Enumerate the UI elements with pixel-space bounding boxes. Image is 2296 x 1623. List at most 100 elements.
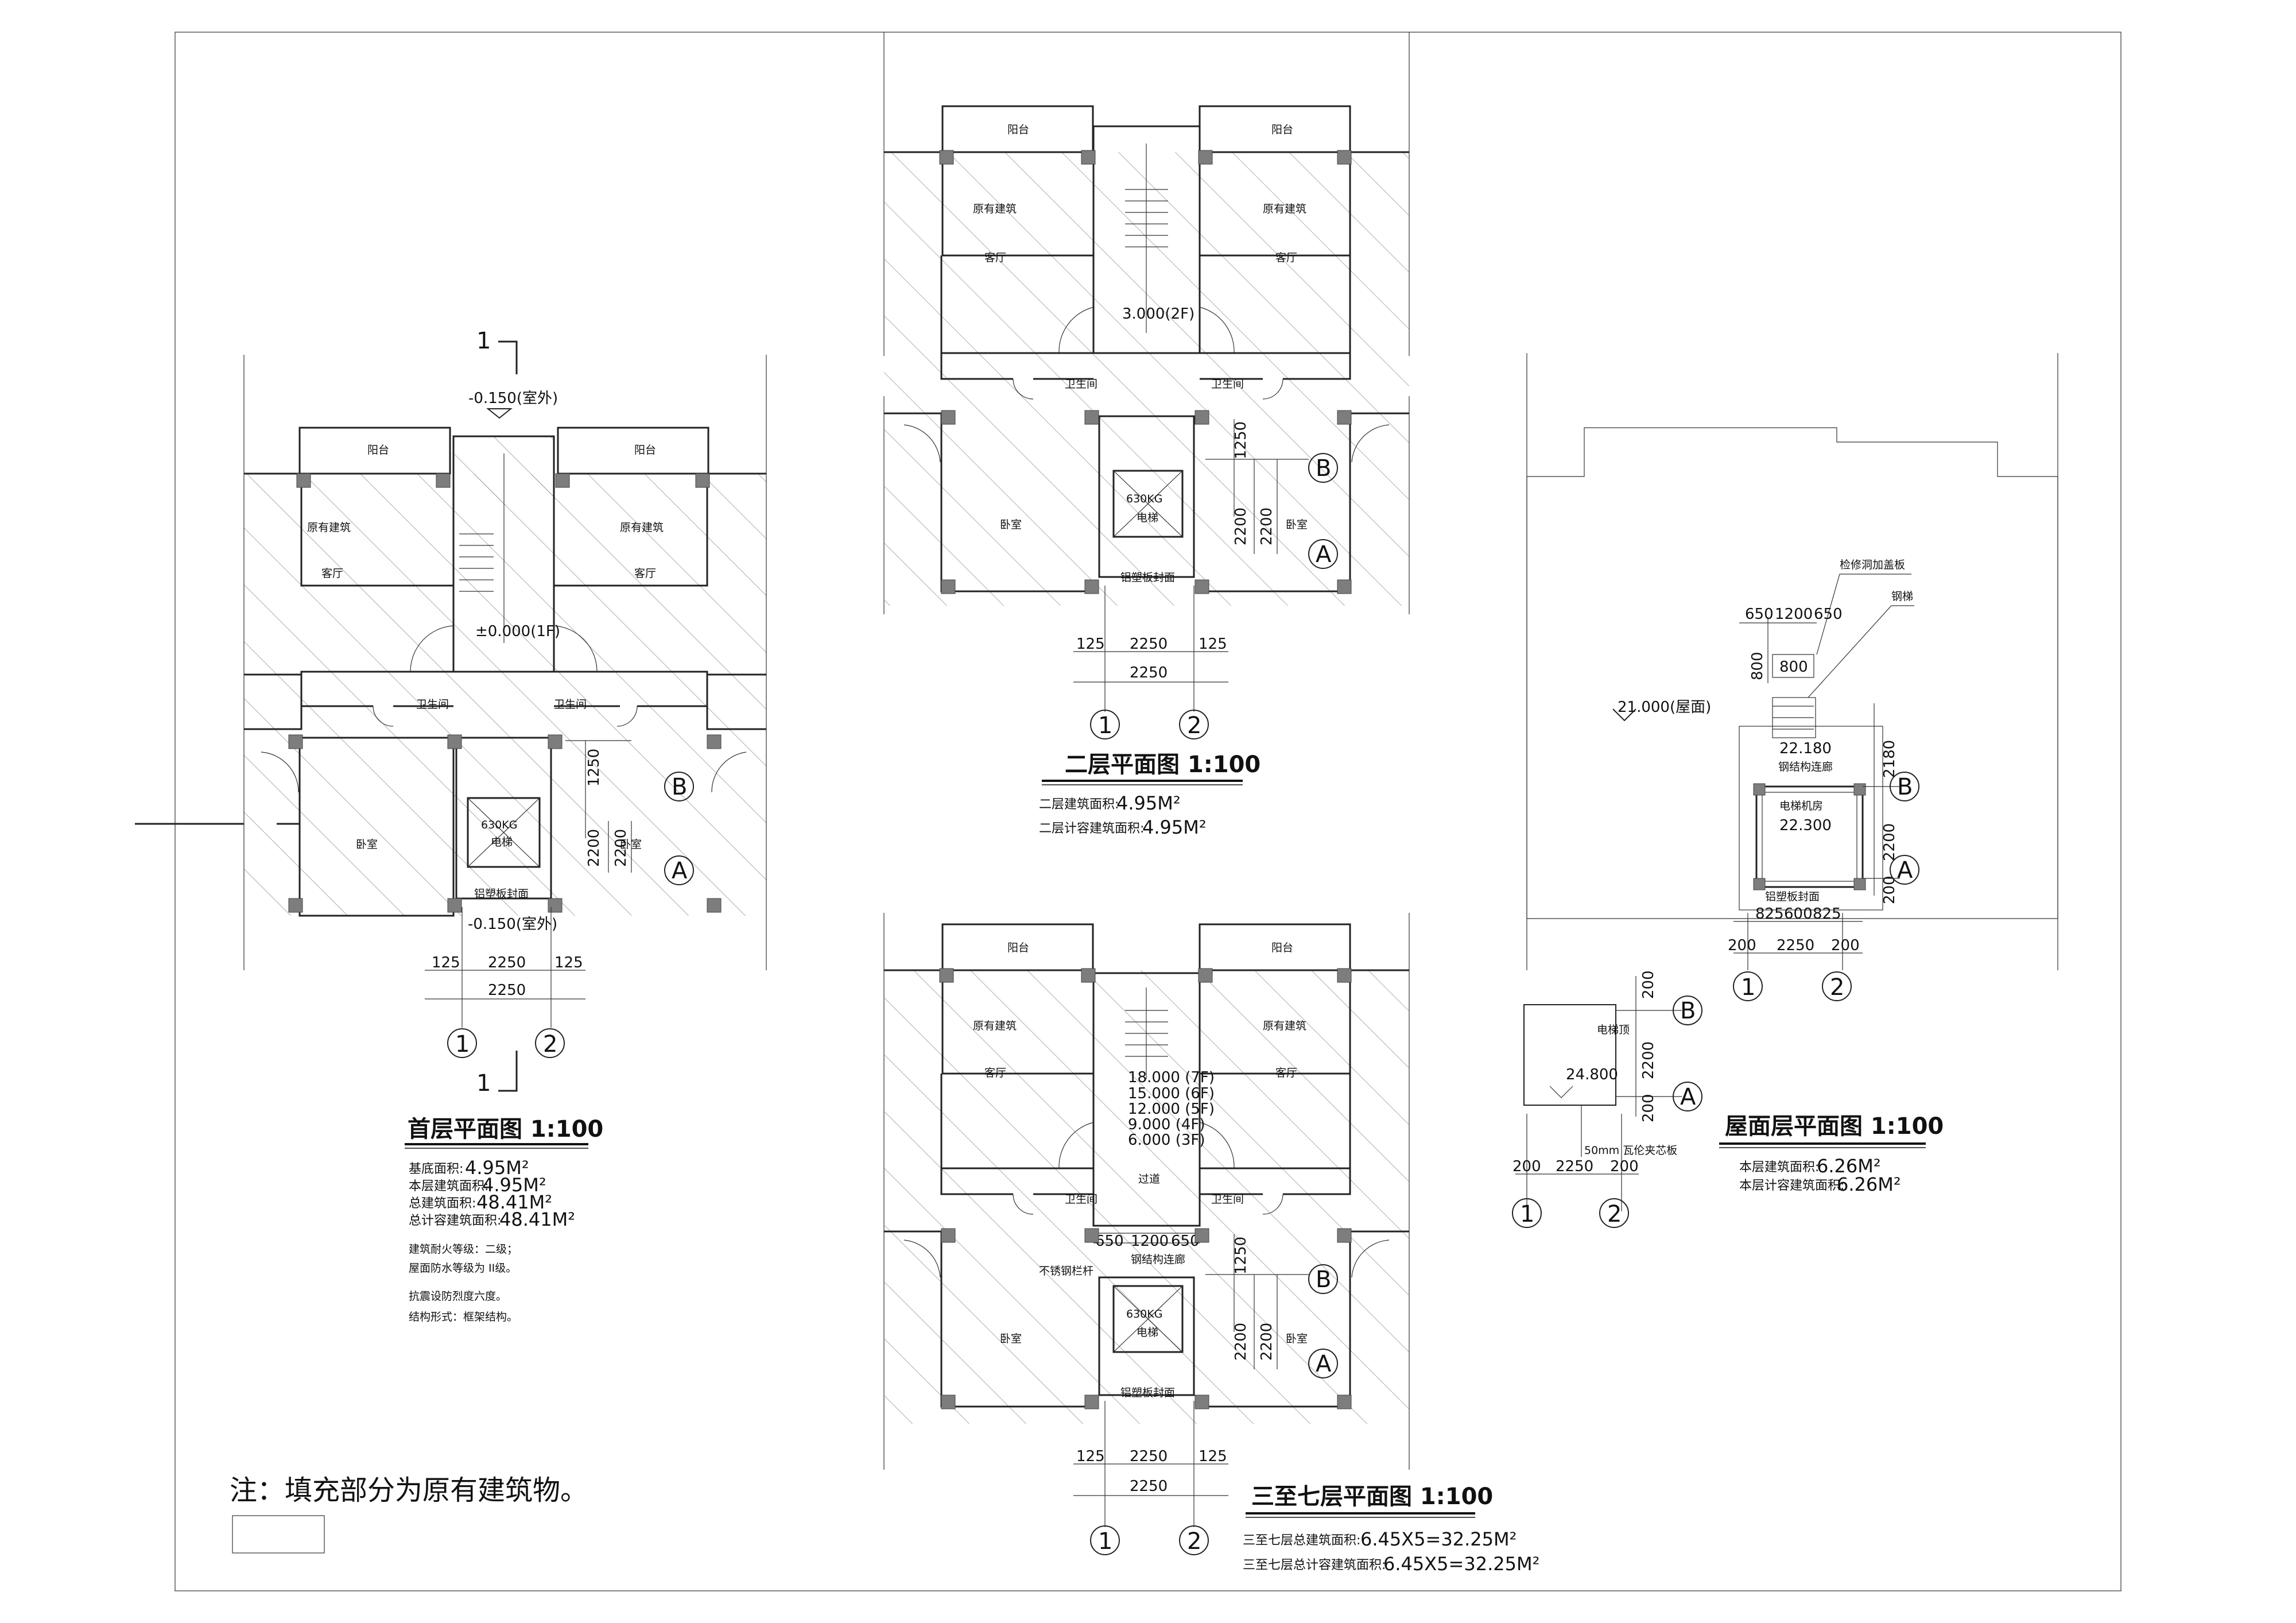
axis-bubble-A: A <box>664 855 694 885</box>
dimension: 2200 <box>1232 508 1250 545</box>
svg-text:4.95M²: 4.95M² <box>482 1174 546 1196</box>
room-label-living: 客厅 <box>984 251 1006 264</box>
svg-text:2: 2 <box>1607 1201 1622 1227</box>
balcony-right <box>557 427 709 475</box>
design-notes: 建筑耐火等级：二级； 屋面防水等级为 II级。 抗震设防烈度六度。 结构形式：框… <box>409 1243 518 1323</box>
dimension: 2200 <box>1640 1041 1657 1079</box>
axis-bubble-A: A <box>1308 1349 1338 1378</box>
svg-text:1: 1 <box>1098 1528 1112 1555</box>
elevator-label: 电梯 <box>1137 512 1158 524</box>
section-mark-bottom: 1 <box>476 1070 492 1097</box>
svg-text:1: 1 <box>1741 974 1755 1001</box>
dimension: 2250 <box>488 954 526 971</box>
dimension: 125 <box>1076 1448 1105 1465</box>
floor-elevations: 18.000 (7F) 15.000 (6F) 12.000 (5F) 9.00… <box>1128 1069 1215 1149</box>
dimension: 650 <box>1171 1233 1200 1250</box>
svg-text:15.000 (6F): 15.000 (6F) <box>1128 1085 1215 1102</box>
svg-text:6.26M²: 6.26M² <box>1817 1155 1881 1177</box>
legend-hatch-swatch <box>232 1515 325 1554</box>
dimension: 2250 <box>1556 1158 1593 1175</box>
dimension: 200 <box>1831 937 1860 954</box>
room-label-toilet: 卫生间 <box>1065 1193 1097 1206</box>
dimension: 125 <box>1076 636 1105 653</box>
dimension: 825 <box>1813 905 1841 923</box>
room-label-living: 客厅 <box>984 1067 1006 1079</box>
room-label-balcony: 阳台 <box>1007 123 1029 136</box>
stair-treads <box>1125 189 1168 247</box>
svg-text:1: 1 <box>1098 712 1112 739</box>
svg-text:B: B <box>672 774 687 800</box>
room-label-balcony: 阳台 <box>1271 123 1293 136</box>
elevation-outdoor: -0.150(室外) <box>468 916 557 933</box>
room-label-toilet: 卫生间 <box>554 698 587 711</box>
svg-text:结构形式：框架结构。: 结构形式：框架结构。 <box>409 1311 518 1323</box>
svg-text:建筑耐火等级：二级；: 建筑耐火等级：二级； <box>409 1243 518 1256</box>
elevator-label: 电梯 <box>1137 1326 1158 1339</box>
svg-text:9.000 (4F): 9.000 (4F) <box>1128 1116 1205 1133</box>
dimension: 125 <box>1199 636 1227 653</box>
dimension: 800 <box>1749 652 1766 680</box>
balcony-right <box>1199 923 1351 971</box>
axis-bubble-A: A <box>1890 855 1919 885</box>
svg-text:2: 2 <box>1187 1528 1201 1555</box>
svg-text:二层建筑面积:: 二层建筑面积: <box>1039 797 1119 812</box>
room-label-bedroom: 卧室 <box>1286 518 1308 531</box>
room-label-toilet: 卫生间 <box>1211 1193 1244 1206</box>
room-label-living: 客厅 <box>1275 251 1297 264</box>
svg-text:6.45X5=32.25M²: 6.45X5=32.25M² <box>1360 1528 1517 1550</box>
dimension: 2250 <box>1130 636 1168 653</box>
dimension: 2250 <box>1777 937 1814 954</box>
plan-title: 三至七层平面图 1:100 <box>1251 1483 1493 1510</box>
balcony-left <box>298 427 451 475</box>
stair-treads <box>1125 1010 1168 1057</box>
dimension: 200 <box>1881 876 1898 904</box>
area-table: 本层建筑面积:6.26M² 本层计容建筑面积:6.26M² <box>1739 1155 1901 1195</box>
second-floor-plan: 阳台 阳台 原有建筑 客厅 原有建筑 客厅 3.000(2F) 卫生间 卫生间 … <box>883 32 1410 838</box>
section-mark-top: 1 <box>476 328 492 354</box>
room-label-existing: 原有建筑 <box>973 203 1017 215</box>
svg-text:三至七层总计容建筑面积:: 三至七层总计容建筑面积: <box>1243 1558 1386 1572</box>
dimension: 200 <box>1640 970 1657 999</box>
axis-bubble-1: 1 <box>1090 1525 1120 1555</box>
area-table: 二层建筑面积:4.95M² 二层计容建筑面积:4.95M² <box>1039 792 1207 838</box>
svg-text:2: 2 <box>1187 712 1201 739</box>
room-label-bedroom: 卧室 <box>1000 1333 1022 1345</box>
dimension: 2200 <box>1258 1323 1275 1361</box>
first-floor-plan: 阳台 阳台 原有建筑 客厅 原有建筑 客厅 ±0.000(1F) -0.150(… <box>135 328 767 1323</box>
walkway-label: 钢结构连廊 <box>1778 761 1833 773</box>
svg-text:本层计容建筑面积:: 本层计容建筑面积: <box>1739 1179 1844 1193</box>
svg-text:总建筑面积:: 总建筑面积: <box>409 1196 476 1211</box>
room-label-balcony: 阳台 <box>634 444 656 456</box>
dimension: 1250 <box>1232 1237 1250 1275</box>
svg-text:A: A <box>1897 857 1913 884</box>
svg-text:B: B <box>1316 455 1331 482</box>
stair-core <box>1092 972 1201 1227</box>
dimension: 2200 <box>1232 1323 1250 1361</box>
room-label-toilet: 卫生间 <box>1065 378 1097 390</box>
svg-text:4.95M²: 4.95M² <box>465 1157 529 1179</box>
cladding-label: 铝塑板封面 <box>1765 890 1820 903</box>
elevation-marker <box>486 408 513 419</box>
elevator-shaft <box>455 737 552 900</box>
elevator-shaft <box>1098 1276 1195 1396</box>
axis-bubble-A: A <box>1308 539 1338 569</box>
dimension: 1200 <box>1131 1233 1169 1250</box>
svg-text:B: B <box>1897 774 1913 800</box>
room-label-bedroom: 卧室 <box>620 838 642 851</box>
svg-text:A: A <box>1316 1351 1332 1377</box>
svg-text:1: 1 <box>455 1031 470 1058</box>
dimension: 2250 <box>1130 1478 1168 1495</box>
dimension: 200 <box>1728 937 1756 954</box>
balcony-left <box>941 923 1094 971</box>
svg-text:总计容建筑面积:: 总计容建筑面积: <box>409 1214 501 1228</box>
svg-text:6.26M²: 6.26M² <box>1837 1173 1901 1195</box>
axis-bubble-A: A <box>1673 1082 1702 1111</box>
roof-outline <box>1526 427 2058 919</box>
dimension: 1250 <box>585 749 603 787</box>
dimension: 2250 <box>1130 1448 1168 1465</box>
room-label-living: 客厅 <box>321 567 343 580</box>
axis-bubble-B: B <box>1673 996 1702 1025</box>
area-table: 三至七层总建筑面积:6.45X5=32.25M² 三至七层总计容建筑面积:6.4… <box>1243 1528 1539 1575</box>
svg-text:2: 2 <box>543 1031 557 1058</box>
dimension: 2200 <box>612 829 630 867</box>
